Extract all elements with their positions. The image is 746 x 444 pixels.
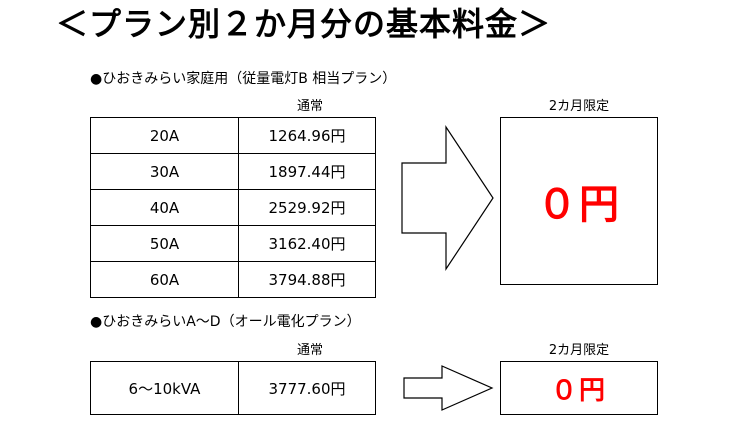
- amp-cell: 20A: [90, 117, 239, 154]
- amp-cell: 60A: [90, 261, 239, 298]
- table-row: 30A 1897.44円: [90, 153, 376, 190]
- plan2-limited-price: ０円: [550, 375, 607, 406]
- table-row: 6～10kVA 3777.60円: [90, 361, 376, 415]
- table-row: 50A 3162.40円: [90, 225, 376, 262]
- plan2-header-normal: 通常: [296, 343, 323, 358]
- plan1-header-normal: 通常: [296, 99, 323, 114]
- plan1-label: ●ひおきみらい家庭用（従量電灯B 相当プラン）: [90, 71, 397, 87]
- amp-cell: 40A: [90, 189, 239, 226]
- table-row: 20A 1264.96円: [90, 117, 376, 154]
- plan1-rate-table: 20A 1264.96円 30A 1897.44円 40A 2529.92円 5…: [90, 117, 376, 298]
- table-row: 40A 2529.92円: [90, 189, 376, 226]
- plan2-header-limited: 2カ月限定: [548, 343, 610, 358]
- plan2-rate-table: 6～10kVA 3777.60円: [90, 361, 376, 415]
- price-cell: 1897.44円: [238, 153, 376, 190]
- plan1-header-limited: 2カ月限定: [548, 99, 610, 114]
- price-cell: 3794.88円: [238, 261, 376, 298]
- amp-cell: 50A: [90, 225, 239, 262]
- price-cell: 1264.96円: [238, 117, 376, 154]
- price-cell: 3162.40円: [238, 225, 376, 262]
- plan1-limited-box: ０円: [500, 117, 658, 285]
- plan1-limited-price: ０円: [537, 182, 621, 228]
- price-cell: 2529.92円: [238, 189, 376, 226]
- right-arrow-icon: [403, 365, 494, 411]
- plan2-limited-box: ０円: [500, 361, 658, 415]
- price-cell: 3777.60円: [238, 361, 376, 415]
- table-row: 60A 3794.88円: [90, 261, 376, 298]
- amp-cell: 30A: [90, 153, 239, 190]
- plan2-label: ●ひおきみらいA～D（オール電化プラン）: [90, 314, 361, 330]
- right-arrow-icon: [401, 125, 494, 271]
- page-title: ＜プラン別２か月分の基本料金＞: [56, 5, 552, 43]
- capacity-cell: 6～10kVA: [90, 361, 239, 415]
